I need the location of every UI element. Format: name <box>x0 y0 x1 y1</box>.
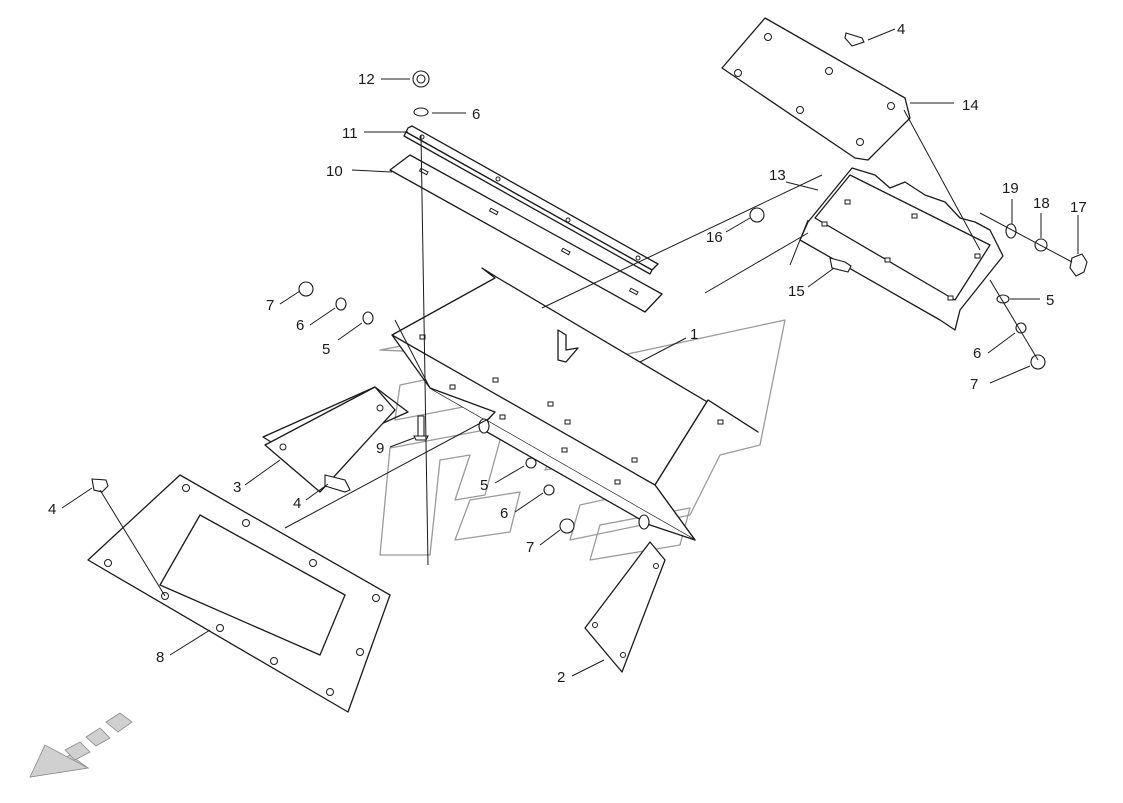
part-1-channel <box>391 267 759 541</box>
part-14-plate <box>721 17 911 161</box>
callout-16: 16 <box>706 229 723 246</box>
callout-8: 8 <box>156 649 164 666</box>
part-13-bracket <box>799 167 1004 331</box>
part-3-plate <box>262 386 409 493</box>
bolt-4-lower <box>324 474 351 493</box>
nut-7-right <box>1030 354 1046 370</box>
bolt-15 <box>829 257 852 273</box>
washer-5-left <box>362 311 374 325</box>
part-11-strip <box>403 125 659 275</box>
part-2-plate <box>584 541 666 673</box>
callout-19: 19 <box>1002 180 1019 197</box>
washer-6-mid <box>543 484 555 496</box>
callout-6-left: 6 <box>296 317 304 334</box>
nut-16 <box>749 207 765 223</box>
callout-11: 11 <box>342 125 358 142</box>
wing-nut-17 <box>1069 253 1088 277</box>
washer-6-left <box>335 297 347 311</box>
callout-2: 2 <box>557 669 565 686</box>
callout-1: 1 <box>690 326 698 343</box>
callout-5-left: 5 <box>322 341 330 358</box>
callout-14: 14 <box>962 97 979 114</box>
callout-labels: 12 6 11 10 7 6 5 9 3 4 4 8 2 5 6 7 1 16 … <box>48 21 1087 686</box>
callout-13: 13 <box>769 167 786 184</box>
callout-7-right: 7 <box>970 376 978 393</box>
washer-5-mid <box>525 457 537 469</box>
callout-6-right: 6 <box>973 345 981 362</box>
washer-6-top <box>413 107 429 117</box>
callout-6-top: 6 <box>472 106 480 123</box>
part-8-frame <box>87 474 391 713</box>
callout-6-mid: 6 <box>500 505 508 522</box>
callout-15: 15 <box>788 283 805 300</box>
nut-7-left <box>298 281 314 297</box>
callout-3: 3 <box>233 479 241 496</box>
bolt-4-left <box>91 478 109 493</box>
callout-12: 12 <box>358 71 375 88</box>
assembly-lines <box>99 109 1073 597</box>
washer-6-right <box>1015 322 1027 334</box>
callout-4-left: 4 <box>48 501 56 518</box>
callout-4-mid: 4 <box>293 495 301 512</box>
nut-7-mid <box>559 518 575 534</box>
callout-18: 18 <box>1033 195 1050 212</box>
callout-7-left: 7 <box>266 297 274 314</box>
washer-19 <box>1005 223 1017 239</box>
part-10-strip <box>389 154 663 313</box>
callout-7-mid: 7 <box>526 539 534 556</box>
bolt-4-top <box>844 32 865 47</box>
callout-5-right: 5 <box>1046 292 1054 309</box>
hardware <box>91 32 1088 534</box>
callout-17: 17 <box>1070 199 1087 216</box>
direction-arrow-icon <box>29 712 133 778</box>
callout-10: 10 <box>326 163 343 180</box>
callout-9: 9 <box>376 440 384 457</box>
callout-5-mid: 5 <box>480 477 488 494</box>
callout-4-top: 4 <box>897 21 905 38</box>
callout-leaders <box>61 28 1079 677</box>
